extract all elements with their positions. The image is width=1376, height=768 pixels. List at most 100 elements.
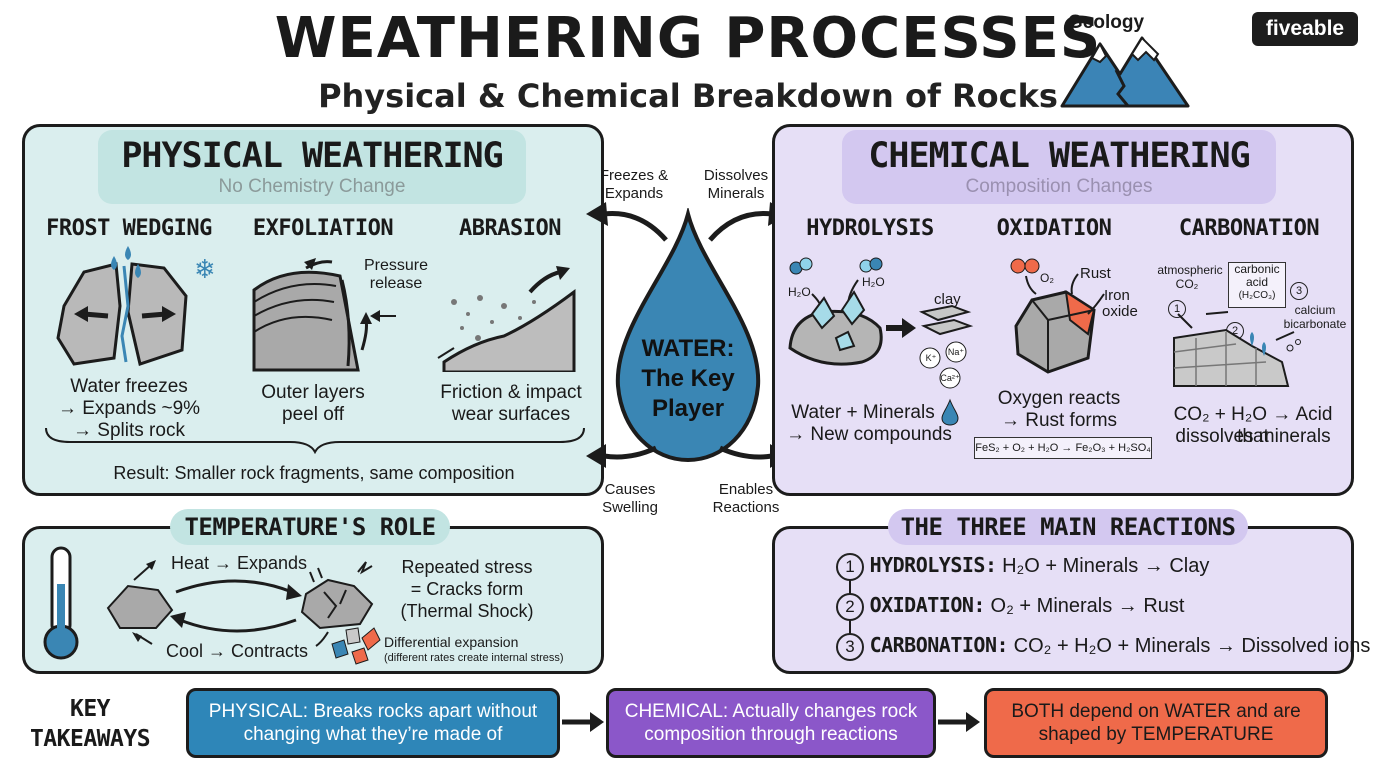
bicarbonate-label-2: bicarbonate xyxy=(1283,317,1347,331)
acid-label-2: acid xyxy=(1245,275,1268,289)
arrow-bl-line1: Causes xyxy=(604,481,656,498)
temperature-title: TEMPERATURE'S ROLE xyxy=(170,509,450,545)
water-droplet-icon xyxy=(941,398,959,426)
exfoliation-line1: Outer layers xyxy=(261,382,365,403)
ion-ca: Ca²⁺ xyxy=(940,373,960,383)
arrow-br-line2: Reactions xyxy=(712,499,780,516)
h2o-label-b: H₂O xyxy=(862,275,885,289)
physical-takeaway-2: changing what they’re made of xyxy=(243,724,503,745)
key-label-2: TAKEAWAYS xyxy=(29,726,151,752)
physical-subtitle: No Chemistry Change xyxy=(218,176,406,197)
arrow-tl-line1: Freezes & xyxy=(599,167,669,184)
physical-takeaway-1: PHYSICAL: Breaks rocks apart without xyxy=(208,701,538,722)
pressure-note1: Pressure xyxy=(363,257,429,274)
water-line2: The Key xyxy=(641,365,735,392)
abrasion-line2: wear surfaces xyxy=(451,404,571,425)
physical-header: PHYSICAL WEATHERING No Chemistry Change xyxy=(98,130,526,204)
acid-label-3: (H₂CO₃) xyxy=(1238,290,1276,301)
arrow-tr-line2: Minerals xyxy=(707,185,765,202)
reaction-name-3: CARBONATION: xyxy=(869,633,1009,657)
reaction-row-1: 1 HYDROLYSIS: H₂O + Minerals → Clay xyxy=(836,552,1209,581)
takeaway-arrow-1 xyxy=(562,712,604,732)
physical-title: PHYSICAL WEATHERING xyxy=(121,136,503,176)
both-takeaway: BOTH depend on WATER and are shaped by T… xyxy=(984,688,1328,758)
ion-na: Na⁺ xyxy=(947,347,965,357)
thermal-cycle-icon xyxy=(106,560,374,647)
heat-expands: Heat → Expands xyxy=(170,553,308,573)
clay-label: clay xyxy=(934,291,961,308)
reaction-eq-2: O₂ + Minerals → Rust xyxy=(990,595,1185,617)
arrow-bl-line2: Swelling xyxy=(602,499,658,516)
atm-label-2: CO₂ xyxy=(1175,277,1199,291)
atm-label-1: atmospheric xyxy=(1157,263,1223,277)
frost-wedging-title: FROST WEDGING xyxy=(46,216,212,241)
chemical-title: CHEMICAL WEATHERING xyxy=(868,136,1250,176)
carbonic-acid-box: carbonic acid (H₂CO₃) xyxy=(1228,262,1286,308)
fiveable-logo[interactable]: fiveable xyxy=(1252,12,1358,46)
key-label-1: KEY xyxy=(69,696,111,722)
result-brace xyxy=(45,427,585,454)
acid-label-1: carbonic xyxy=(1234,262,1280,276)
iron-label-1: Iron xyxy=(1104,287,1130,304)
mountain-icon xyxy=(1060,36,1190,108)
oxidation-line2: → Rust forms xyxy=(1000,410,1118,431)
svg-text:❄: ❄ xyxy=(194,255,216,285)
page-title: WEATHERING PROCESSES xyxy=(274,6,1102,71)
chemical-header: CHEMICAL WEATHERING Composition Changes xyxy=(842,130,1276,204)
stress-line1: Repeated stress xyxy=(401,557,533,577)
frost-line2: → Expands ~9% xyxy=(57,398,201,419)
iron-label-2: oxide xyxy=(1102,303,1138,320)
exfoliation-line2: peel off xyxy=(282,404,344,425)
arrow-tr-line1: Dissolves xyxy=(703,167,769,184)
hydrolysis-line2: → New compounds xyxy=(786,424,952,445)
pressure-note2: release xyxy=(369,275,423,292)
diff-line2: (different rates create internal stress) xyxy=(384,652,564,664)
physical-takeaway: PHYSICAL: Breaks rocks apart without cha… xyxy=(186,688,560,758)
reaction-name-2: OXIDATION: xyxy=(869,593,986,617)
bicarbonate-label-1: calcium xyxy=(1294,303,1336,317)
exfoliation-title: EXFOLIATION xyxy=(252,216,394,241)
key-takeaways-label: KEY TAKEAWAYS xyxy=(10,694,170,754)
takeaway-arrow-2 xyxy=(938,712,980,732)
step-1: 1 xyxy=(1168,300,1186,318)
hydrolysis-line1: Water + Minerals xyxy=(791,402,935,423)
water-arrows xyxy=(586,202,790,468)
carbonation-title: CARBONATION xyxy=(1178,216,1320,241)
water-drop-icon xyxy=(615,208,761,463)
frost-line1: Water freezes xyxy=(70,376,188,397)
reaction-name-1: HYDROLYSIS: xyxy=(869,553,997,577)
reaction-eq-1: H₂O + Minerals → Clay xyxy=(1002,555,1210,577)
abrasion-surface-icon xyxy=(437,266,576,372)
cool-contracts: Cool → Contracts xyxy=(165,641,309,661)
reaction-row-3: 3 CARBONATION: CO₂ + H₂O + Minerals → Di… xyxy=(836,632,1370,661)
carbonation-line1: CO₂ + H₂O → Acid that xyxy=(1173,404,1333,447)
hydrolysis-title: HYDROLYSIS xyxy=(806,216,934,241)
rusty-rock-icon xyxy=(1010,258,1105,374)
arrow-br-line1: Enables xyxy=(718,481,774,498)
h2o-label-a: H₂O xyxy=(788,285,811,299)
limestone-wall-icon xyxy=(1173,311,1301,387)
both-takeaway-2: shaped by TEMPERATURE xyxy=(1038,724,1274,745)
chemical-subtitle: Composition Changes xyxy=(965,176,1153,197)
reaction-num-2: 2 xyxy=(836,593,864,621)
oxidation-line1: Oxygen reacts xyxy=(997,388,1121,409)
three-reactions-panel xyxy=(772,526,1354,674)
diff-line1: Differential expansion xyxy=(384,634,519,650)
abrasion-title: ABRASION xyxy=(459,216,561,241)
three-reactions-title: THE THREE MAIN REACTIONS xyxy=(888,509,1248,545)
carbonation-line2: dissolves minerals xyxy=(1175,426,1331,447)
frost-line3: → Splits rock xyxy=(73,420,185,441)
reaction-num-3: 3 xyxy=(836,633,864,661)
ion-k: K⁺ xyxy=(925,353,937,363)
chemical-takeaway-1: CHEMICAL: Actually changes rock xyxy=(624,701,918,722)
abrasion-line1: Friction & impact xyxy=(440,382,582,403)
oxidation-title: OXIDATION xyxy=(996,216,1112,241)
chemical-takeaway-2: composition through reactions xyxy=(644,724,898,745)
page-subtitle: Physical & Chemical Breakdown of Rocks xyxy=(318,77,1058,115)
reaction-row-2: 2 OXIDATION: O₂ + Minerals → Rust xyxy=(836,592,1184,621)
reaction-num-1: 1 xyxy=(836,553,864,581)
exfoliation-rock-icon xyxy=(252,258,396,372)
physical-result: Result: Smaller rock fragments, same com… xyxy=(113,463,515,483)
stress-line3: (Thermal Shock) xyxy=(400,601,534,621)
step-3: 3 xyxy=(1290,282,1308,300)
